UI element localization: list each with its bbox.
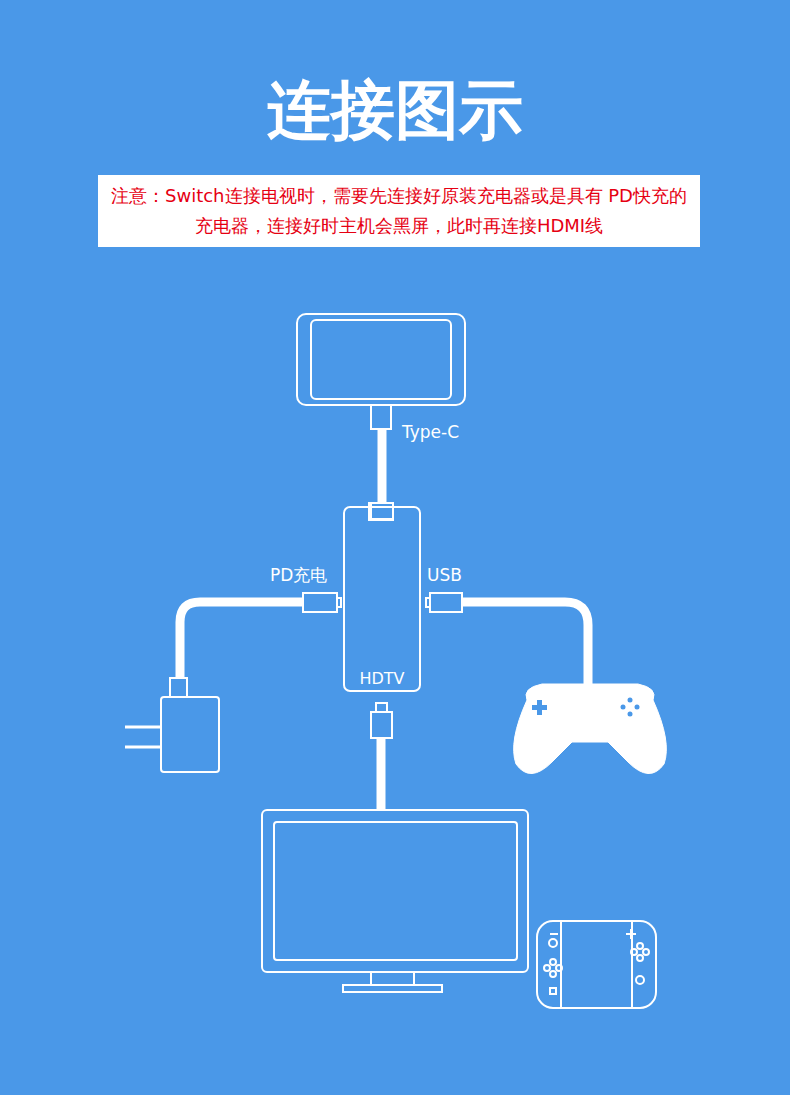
joycon-body	[537, 921, 656, 1008]
hub-notch	[370, 502, 394, 520]
usb-plug-tip	[426, 598, 430, 607]
port-label: HDTV	[345, 669, 419, 688]
gamepad	[514, 684, 667, 774]
face-button	[635, 705, 640, 710]
charger-body	[161, 697, 219, 772]
charger-plug	[170, 678, 187, 697]
pd-cable	[180, 602, 303, 678]
hdmi-plug	[371, 712, 392, 738]
joycon-button	[550, 959, 556, 965]
console-body	[297, 314, 465, 405]
note-text: 注意：Switch连接电视时，需要先连接好原装充电器或是具有 PD快充的充电器，…	[108, 181, 690, 241]
port-label: Type-C	[402, 421, 459, 443]
joycon-button	[637, 955, 643, 961]
hdmi-cable	[377, 738, 386, 810]
tv-body	[262, 810, 528, 972]
typec-cable	[378, 429, 387, 503]
face-button	[621, 705, 626, 710]
pd-plug-tip	[337, 598, 341, 607]
usb-cable	[462, 602, 588, 688]
note-box: 注意：Switch连接电视时，需要先连接好原装充电器或是具有 PD快充的充电器，…	[98, 175, 700, 247]
joycon-capture	[550, 988, 556, 994]
pd-plug	[303, 593, 337, 612]
usb-plug	[430, 593, 462, 612]
joycon-stick	[549, 939, 557, 947]
joycon-button	[637, 943, 643, 949]
joycon-button	[643, 949, 649, 955]
charger-prong	[125, 726, 161, 729]
charger-prong	[125, 746, 161, 749]
joycon-button	[544, 965, 550, 971]
hdmi-plug-tip	[376, 703, 387, 712]
joycon-button	[550, 971, 556, 977]
tv-stand	[371, 972, 414, 985]
port-label: USB	[427, 564, 462, 586]
tv-screen	[274, 822, 517, 960]
typec-plug-top	[371, 405, 391, 429]
joycon-stick	[636, 976, 644, 984]
joycon-button	[556, 965, 562, 971]
joycon-minus	[550, 933, 558, 935]
face-button	[628, 712, 633, 717]
page-title: 连接图示	[0, 70, 790, 150]
port-label: PD充电	[270, 564, 327, 586]
tv-base	[343, 985, 442, 992]
joycon-button	[631, 949, 637, 955]
console-screen	[311, 320, 451, 399]
joycon-plus	[630, 929, 632, 939]
hub-box: HDTV	[343, 506, 421, 692]
device-outlines	[161, 314, 656, 1008]
gamepad-details	[532, 698, 640, 717]
face-button	[628, 698, 633, 703]
dpad	[532, 705, 547, 710]
filled-parts	[125, 684, 666, 774]
